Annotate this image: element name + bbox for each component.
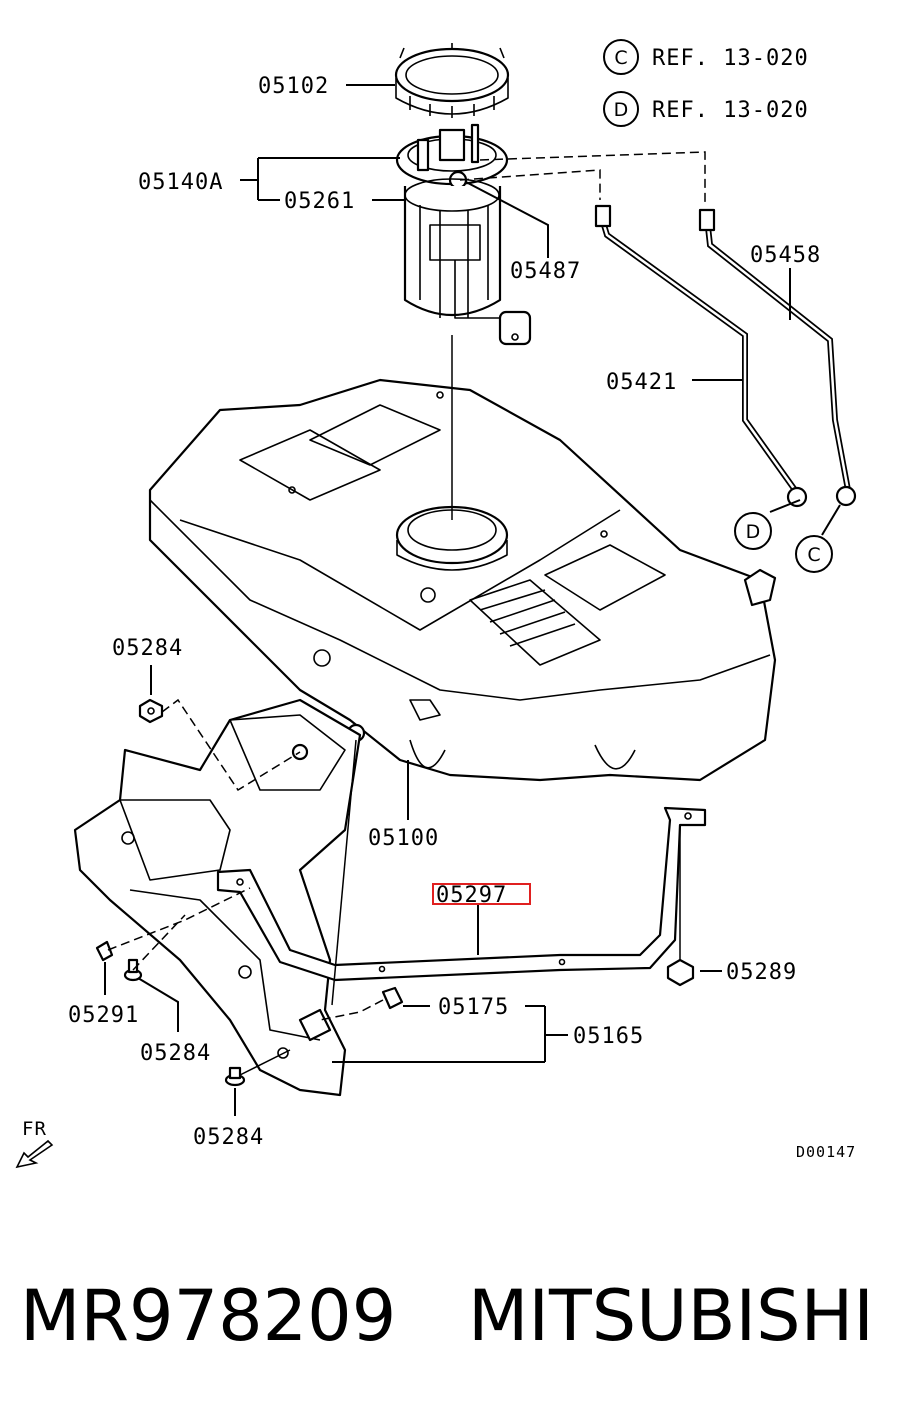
callout-c: C [795,535,833,573]
highlight-box-05297 [432,883,531,905]
fuel-hose-05421 [594,204,808,508]
leader-dashed-d [459,169,601,200]
label-05291: 05291 [68,1003,139,1028]
reference-d-letter: D [614,99,629,121]
label-05284-lower: 05284 [193,1125,264,1150]
diagram-code: D00147 [796,1143,856,1161]
clip-05175 [381,986,404,1010]
label-05165: 05165 [573,1024,644,1049]
label-05140A: 05140A [138,170,223,195]
assembly-dash-bolt [132,914,186,971]
assembly-line-lower [239,1049,291,1076]
label-05458: 05458 [750,243,821,268]
assembly-dash-upper [161,698,301,792]
callout-d: D [734,512,772,550]
leader-dashed-c [479,151,706,205]
fuel-tank [148,378,777,782]
label-05289: 05289 [726,960,797,985]
front-direction-label: FR [22,1118,47,1140]
fuel-hose-05458 [698,208,857,507]
tank-band [216,806,707,982]
reference-d: D REF. 13-020 [603,91,809,127]
clip-05291 [95,940,114,962]
nut-05289 [666,958,695,987]
callout-c-letter: C [807,544,820,566]
leader-lines [104,84,841,1116]
fuel-pump-module [395,123,532,346]
front-arrow-icon [15,1139,54,1169]
label-05102: 05102 [258,74,329,99]
reference-c: C REF. 13-020 [603,39,809,75]
lock-ring [394,43,510,118]
label-05284-upper: 05284 [112,636,183,661]
assembly-dash-clip [107,887,251,951]
assembly-dash-05175 [319,999,384,1021]
footer-part-number: MR978209 [20,1275,396,1357]
nut-05284-upper [138,698,164,724]
callout-d-letter: D [746,521,761,543]
label-05421: 05421 [606,370,677,395]
assembly-line-bolt-tank [331,739,357,1006]
label-05297: 05297 [436,883,507,908]
label-05487: 05487 [510,259,581,284]
reference-d-text: REF. 13-020 [652,98,809,123]
heat-protector [73,698,362,1097]
reference-c-letter: C [614,47,627,69]
label-05100: 05100 [368,826,439,851]
label-05261: 05261 [284,189,355,214]
label-05175: 05175 [438,995,509,1020]
label-05284-middle: 05284 [140,1041,211,1066]
bolt-05284-lower [224,1066,246,1087]
reference-c-text: REF. 13-020 [652,46,809,71]
footer-brand: MITSUBISHI [468,1275,874,1357]
